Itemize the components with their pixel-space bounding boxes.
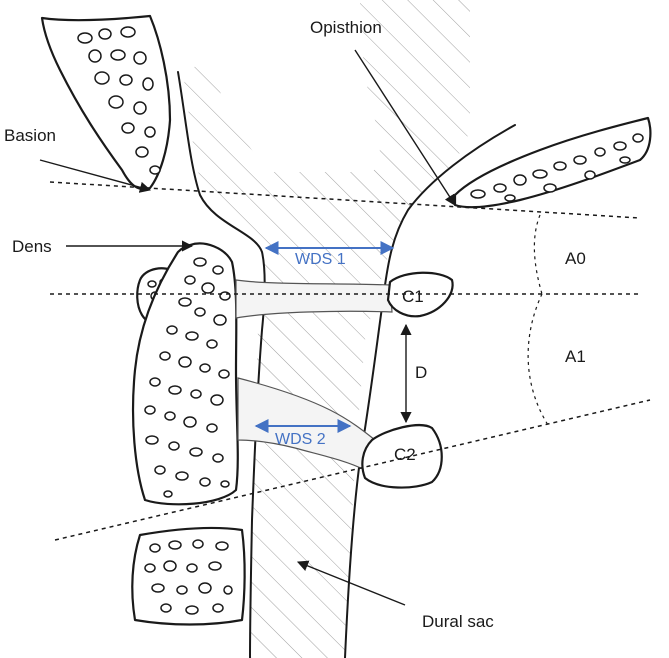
dens-label: Dens	[12, 237, 52, 256]
c2-plane-line	[54, 399, 651, 541]
dural-sac-pointer	[296, 560, 406, 606]
basion-pointer	[39, 159, 152, 193]
c2-label: C2	[394, 445, 416, 464]
dural-sac-label: Dural sac	[422, 612, 494, 631]
d-label: D	[415, 363, 427, 382]
opisthion-pointer	[354, 49, 456, 206]
clivus-bone	[40, 14, 172, 191]
c1-ligament	[235, 279, 393, 319]
dens-trabecular-pattern	[144, 257, 231, 498]
dural-sac-region	[183, 0, 470, 658]
a0-label: A0	[565, 249, 586, 268]
occipital-trabecular-pattern	[470, 133, 644, 202]
c3-body	[131, 526, 246, 626]
angle-a1-arc	[527, 293, 549, 426]
clivus-trabecular-pattern	[77, 26, 161, 175]
c3-trabecular-pattern	[144, 539, 233, 615]
wds1-label: WDS 1	[295, 251, 346, 268]
basion-label: Basion	[4, 126, 56, 145]
angle-a0-arc	[533, 214, 543, 295]
c2-spinous-process	[361, 424, 443, 489]
posterior-canal-line	[344, 124, 516, 658]
c1-label: C1	[402, 287, 424, 306]
a1-label: A1	[565, 347, 586, 366]
opisthion-label: Opisthion	[310, 18, 382, 37]
wds2-label: WDS 2	[275, 431, 326, 448]
